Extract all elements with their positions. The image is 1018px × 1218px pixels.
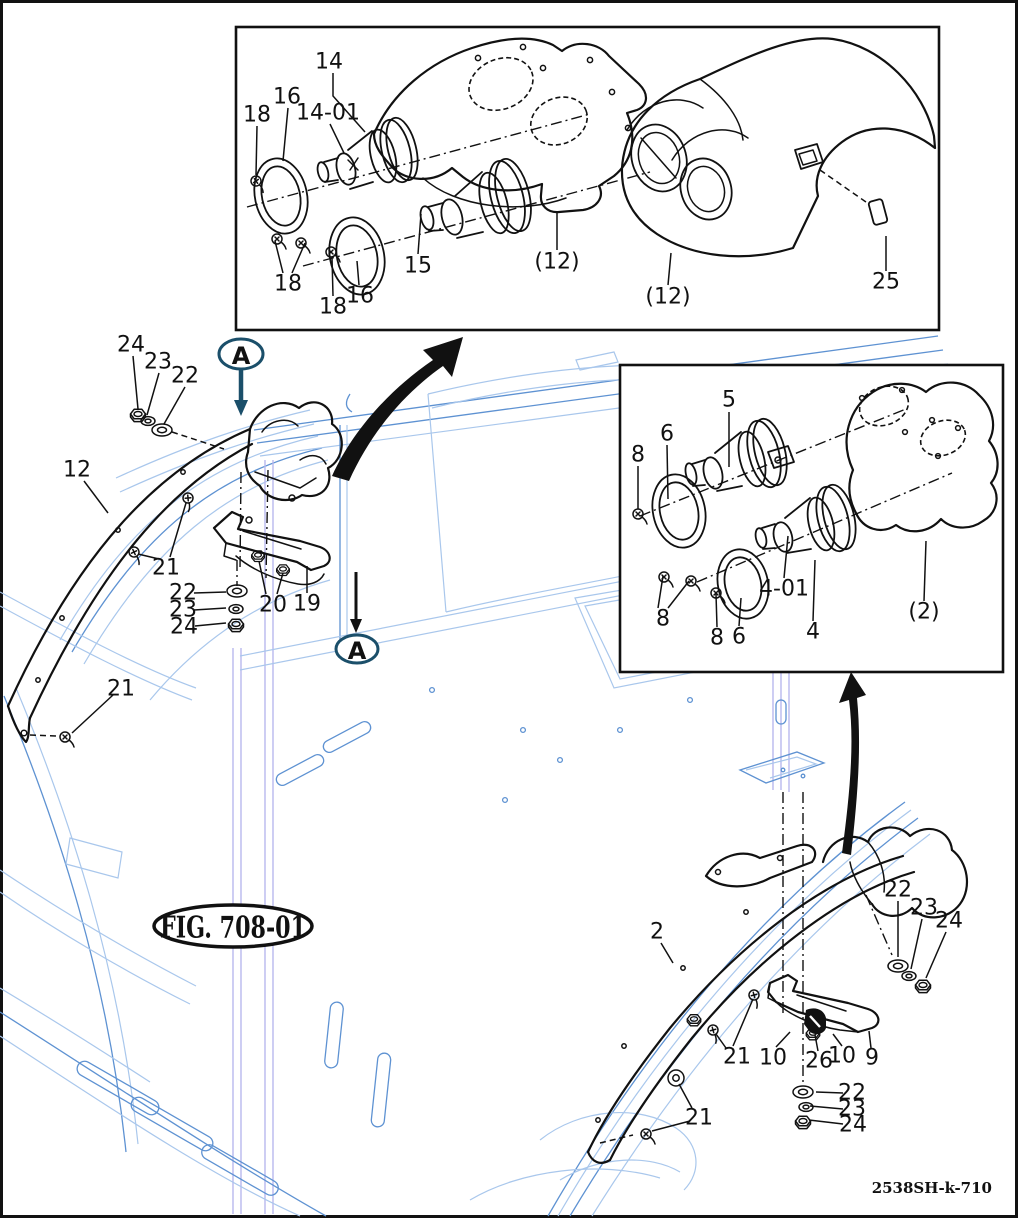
part-label-8-13: 8: [631, 443, 645, 468]
part-label-10-36: 10: [759, 1046, 787, 1071]
part-label-24-20: 24: [117, 333, 145, 358]
right-inset-detail: [618, 363, 1005, 674]
trim-ring-16b: [328, 216, 386, 296]
fender-inner-panel-2: [767, 381, 999, 533]
part-label-23-21: 23: [144, 350, 172, 375]
headlamp-unit-14: [316, 116, 419, 190]
part-label-19-29: 19: [293, 592, 321, 617]
trim-ring-6a: [651, 473, 707, 549]
part-label-4-01-17: 4-01: [759, 577, 809, 602]
part-label-9-39: 9: [865, 1046, 879, 1071]
part-label-26-37: 26: [805, 1049, 833, 1074]
curved-arrow-to-top-inset: [332, 337, 463, 481]
right-fender-assembly: [586, 792, 968, 1164]
part-label-2-19: (2): [908, 600, 939, 625]
part-label-21-30: 21: [107, 677, 135, 702]
part-label-2-31: 2: [650, 920, 664, 945]
part-label-12-5: (12): [534, 250, 579, 275]
part-label-23-26: 23: [169, 598, 197, 623]
part-label-12-23: 12: [63, 458, 91, 483]
part-label-18-2: 18: [243, 103, 271, 128]
left-fender-assembly: [6, 401, 343, 748]
leader-lines: [71, 73, 947, 1132]
part-label-4-18: 4: [806, 620, 820, 645]
trim-ring-16a: [253, 157, 309, 235]
part-label-21-35: 21: [723, 1045, 751, 1070]
part-label-14-0: 14: [315, 50, 343, 75]
fender-front-view-12: [620, 37, 937, 258]
part-label-18-6: 18: [274, 272, 302, 297]
headlamp-unit-4: [754, 483, 857, 554]
part-label-16-1: 16: [273, 85, 301, 110]
part-label-14-01-3: 14-01: [296, 101, 360, 126]
figure-number-label: FIG. 708-01: [160, 911, 306, 946]
document-number: 2538SH-k-710: [872, 1179, 992, 1197]
part-label-22-41: 22: [838, 1081, 866, 1106]
part-label-23-42: 23: [838, 1097, 866, 1122]
part-label-24-43: 24: [839, 1113, 867, 1138]
part-label-22-32: 22: [884, 878, 912, 903]
part-label-6-16: 6: [732, 625, 746, 650]
part-label-8-14: 8: [656, 607, 670, 632]
part-label-24-27: 24: [170, 615, 198, 640]
part-label-15-4: 15: [404, 254, 432, 279]
headlamp-unit-5: [684, 417, 788, 492]
part-label-24-34: 24: [935, 909, 963, 934]
part-label-25-10: 25: [872, 270, 900, 295]
headlamp-unit-15: [419, 157, 532, 239]
curved-arrow-to-right-inset: [839, 672, 866, 855]
part-label-16-8: 16: [346, 284, 374, 309]
reflector-25: [867, 198, 889, 226]
part-label-22-25: 22: [169, 581, 197, 606]
top-inset-detail: [234, 25, 941, 332]
part-label-6-12: 6: [660, 422, 674, 447]
figure-number-bubble: FIG. 708-01: [152, 903, 314, 949]
part-label-22-22: 22: [171, 364, 199, 389]
part-label-23-33: 23: [910, 896, 938, 921]
part-label-20-28: 20: [259, 593, 287, 618]
section-marker-bottom: A: [334, 633, 380, 665]
part-label-18-7: 18: [319, 295, 347, 320]
section-marker-top-label: A: [232, 342, 251, 370]
detail-arrows: [234, 337, 866, 855]
section-marker-top: A: [217, 337, 265, 371]
part-label-10-38: 10: [828, 1044, 856, 1069]
part-label-8-15: 8: [710, 626, 724, 651]
part-label-21-40: 21: [685, 1106, 713, 1131]
part-label-12-9: (12): [645, 285, 690, 310]
section-marker-bottom-label: A: [348, 637, 367, 665]
part-label-5-11: 5: [722, 388, 736, 413]
part-label-21-24: 21: [152, 556, 180, 581]
